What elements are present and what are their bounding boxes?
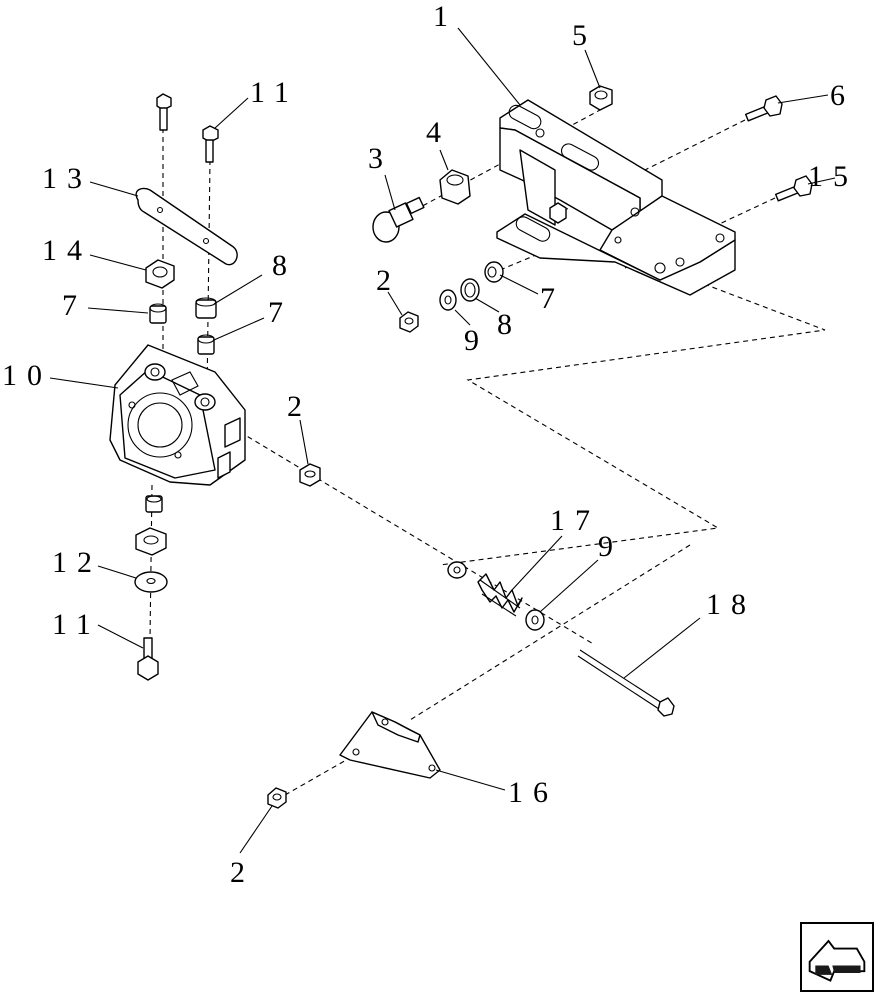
washer-spring-left xyxy=(447,561,467,579)
nut-part-14 xyxy=(145,259,175,289)
leader-lines xyxy=(49,27,836,854)
callout-1: 1 xyxy=(433,0,458,33)
nut-part-2-top xyxy=(399,311,419,333)
callout-6: 6 xyxy=(830,79,855,112)
spacer-part-7-mid xyxy=(197,334,215,355)
bushing-part-8-left xyxy=(195,297,217,319)
callout-5: 5 xyxy=(572,19,597,52)
callout-12: 12 xyxy=(52,546,102,579)
callout-9-mid: 9 xyxy=(598,530,623,563)
callout-11-bottom: 11 xyxy=(52,608,101,641)
callout-4: 4 xyxy=(426,116,451,149)
bolt-part-6 xyxy=(744,95,783,122)
callout-18: 18 xyxy=(706,588,756,621)
bolt-part-11-top-a xyxy=(156,93,172,131)
next-page-button[interactable] xyxy=(800,922,874,992)
spacer-part-7-left xyxy=(149,303,167,324)
callout-15: 15 xyxy=(808,160,858,193)
callout-10: 10 xyxy=(2,359,52,392)
callout-16: 16 xyxy=(508,776,558,809)
callout-2-top: 2 xyxy=(376,264,401,297)
assembly-lines xyxy=(149,109,826,796)
callout-17: 17 xyxy=(550,504,600,537)
callout-14: 14 xyxy=(42,234,92,267)
shoulder-bolt-part-3 xyxy=(372,196,425,243)
next-page-arrow-icon xyxy=(808,939,866,982)
nut-part-2-mid xyxy=(299,463,321,487)
washer-part-9-top xyxy=(439,289,457,311)
callout-labels: 1 5 6 15 3 4 2 7 8 9 11 13 14 7 8 7 10 2… xyxy=(2,0,858,889)
callout-8-top: 8 xyxy=(497,308,522,341)
washer-part-12 xyxy=(134,571,168,593)
pin-part-18 xyxy=(577,649,675,717)
callout-9-top: 9 xyxy=(464,324,489,357)
housing-part-10 xyxy=(109,344,246,486)
bracket-part-16 xyxy=(339,711,441,779)
bushing-part-8-top xyxy=(460,278,480,302)
callout-7-left: 7 xyxy=(62,289,87,322)
callout-7-top: 7 xyxy=(540,282,565,315)
nut-part-2-bottom xyxy=(267,787,287,809)
callout-3: 3 xyxy=(368,142,393,175)
bolt-part-15 xyxy=(774,175,813,202)
spring-part-17 xyxy=(477,573,523,617)
spacer-lower xyxy=(145,495,163,513)
callout-2-bottom: 2 xyxy=(230,856,255,889)
callout-13: 13 xyxy=(42,162,92,195)
plate-part-13 xyxy=(135,187,238,266)
callout-8-left: 8 xyxy=(272,249,297,282)
spacer-part-7-top xyxy=(484,261,504,283)
washer-part-9-mid xyxy=(525,609,545,631)
callout-2-mid: 2 xyxy=(287,390,312,423)
nut-part-5 xyxy=(589,85,613,111)
callout-11-top: 11 xyxy=(250,76,299,109)
callout-7-mid: 7 xyxy=(268,296,293,329)
bracket-part-1 xyxy=(496,99,736,296)
bolt-part-11-bottom xyxy=(137,637,159,681)
spacer-part-4 xyxy=(439,169,471,205)
nut-lower xyxy=(135,527,167,556)
bolt-part-11-top-b xyxy=(202,125,219,163)
